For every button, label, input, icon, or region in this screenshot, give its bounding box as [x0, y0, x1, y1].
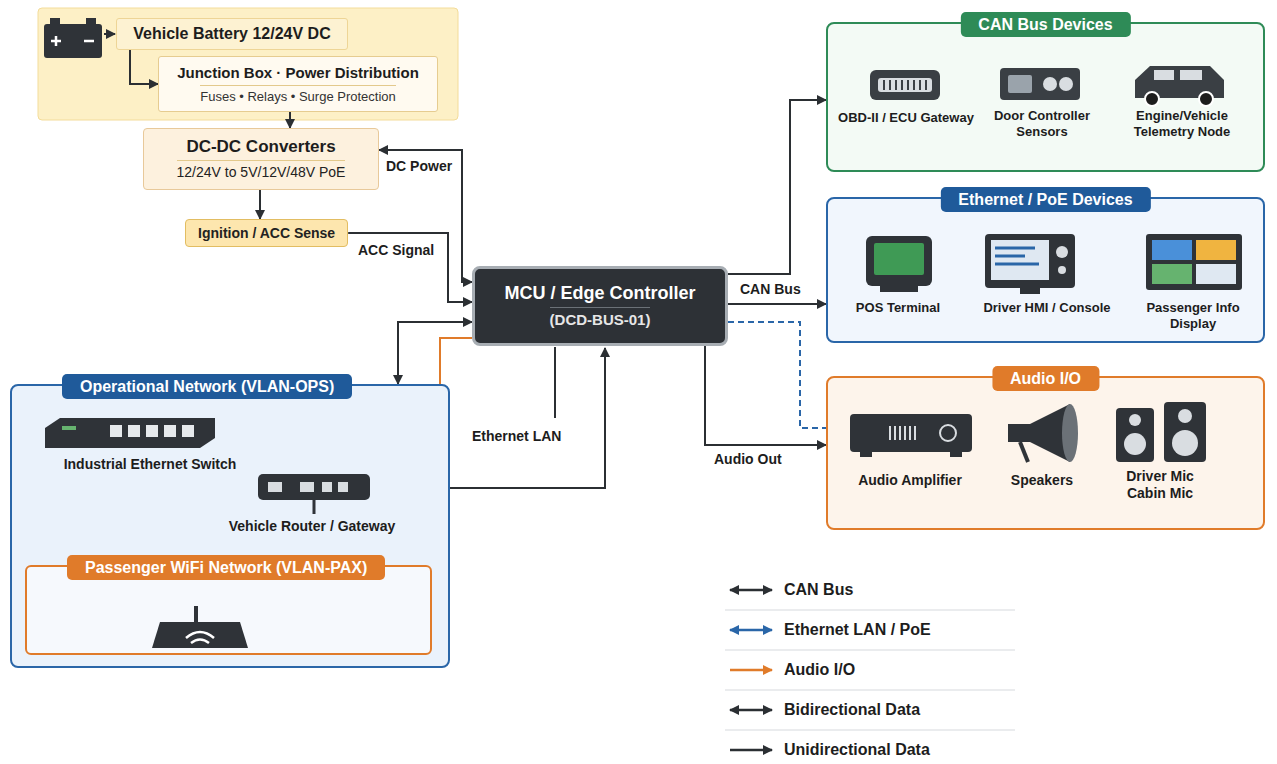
device-label: Driver Mic Cabin Mic [1110, 468, 1210, 502]
panel-heading: Passenger WiFi Network (VLAN-PAX) [67, 555, 385, 580]
router-icon [258, 474, 370, 514]
converter-box: DC-DC Converters 12/24V to 5V/12V/48V PoE [143, 128, 379, 190]
device-panel: CAN Bus Devices [826, 22, 1265, 172]
connector [379, 150, 472, 282]
connector [728, 100, 826, 274]
device-label: Engine/Vehicle Telemetry Node [1112, 108, 1252, 139]
sense-box: Ignition / ACC Sense [185, 219, 348, 247]
connector [728, 303, 826, 305]
connector [728, 322, 826, 428]
junction-box: Junction Box · Power DistributionFuses •… [158, 56, 438, 112]
edge-label: Audio Out [712, 451, 784, 468]
connector [348, 233, 472, 302]
passenger-display-icon [1146, 234, 1242, 290]
connector [705, 346, 826, 445]
box-subtitle: 12/24V to 5V/12V/48V PoE [177, 160, 346, 181]
legend-text: Audio I/O [784, 660, 855, 679]
pos-terminal-icon [866, 236, 932, 292]
box-subtitle: (DCD-BUS-01) [550, 307, 651, 329]
vehicle-icon [1135, 66, 1224, 106]
device-label: Vehicle Router / Gateway [212, 518, 412, 535]
wifi-router-icon [152, 606, 248, 648]
device-label: Driver HMI / Console [972, 300, 1122, 316]
box-title: Junction Box · Power Distribution [177, 64, 419, 82]
battery-pointer [104, 33, 115, 35]
connector [289, 112, 291, 128]
ethernet-switch-icon [45, 418, 215, 448]
edge-label: Ethernet LAN [470, 428, 563, 445]
box-subtitle: Fuses • Relays • Surge Protection [200, 85, 396, 105]
speaker-pair-icon [1116, 402, 1206, 462]
legend-text: Bidirectional Data [784, 700, 920, 719]
edge-label: DC Power [384, 158, 454, 175]
amplifier-icon [850, 414, 972, 457]
device-label: OBD-II / ECU Gateway [831, 110, 981, 126]
device-label: Speakers [992, 472, 1092, 489]
legend-text: Ethernet LAN / PoE [784, 620, 931, 639]
battery-box: Vehicle Battery 12/24V DC [116, 18, 348, 50]
edge-label: CAN Bus [738, 281, 803, 298]
connector [398, 322, 472, 384]
connector [130, 50, 158, 84]
device-label: Audio Amplifier [845, 472, 975, 489]
device-panel: Audio I/O [826, 376, 1265, 530]
box-title: Vehicle Battery 12/24V DC [133, 24, 330, 43]
box-title: DC-DC Converters [186, 137, 335, 157]
battery-icon [44, 18, 102, 58]
obd-icon [870, 70, 940, 100]
device-label: Passenger Info Display [1123, 300, 1263, 331]
box-title: Ignition / ACC Sense [198, 225, 335, 242]
driver-hmi-icon [985, 234, 1075, 294]
panel-heading: CAN Bus Devices [960, 12, 1130, 37]
box-title: MCU / Edge Controller [504, 283, 695, 305]
network-panel: Passenger WiFi Network (VLAN-PAX) [25, 565, 432, 655]
device-label: Door Controller Sensors [987, 108, 1097, 139]
connector [259, 190, 261, 219]
legend-samples [725, 590, 1015, 750]
power-band [38, 8, 458, 120]
device-label: POS Terminal [838, 300, 958, 316]
edge-label: ACC Signal [356, 242, 436, 259]
legend-text: Unidirectional Data [784, 740, 930, 759]
lan-stub-line [554, 347, 556, 418]
panel-heading: Operational Network (VLAN-OPS) [62, 374, 352, 399]
panel-heading: Ethernet / PoE Devices [940, 187, 1150, 212]
legend-text: CAN Bus [784, 580, 853, 599]
controller-box: MCU / Edge Controller(DCD-BUS-01) [472, 266, 728, 346]
panel-heading: Audio I/O [992, 366, 1099, 391]
door-controller-icon [1000, 68, 1080, 100]
speaker-horn-icon [1008, 404, 1078, 462]
device-label: Industrial Ethernet Switch [40, 456, 260, 473]
